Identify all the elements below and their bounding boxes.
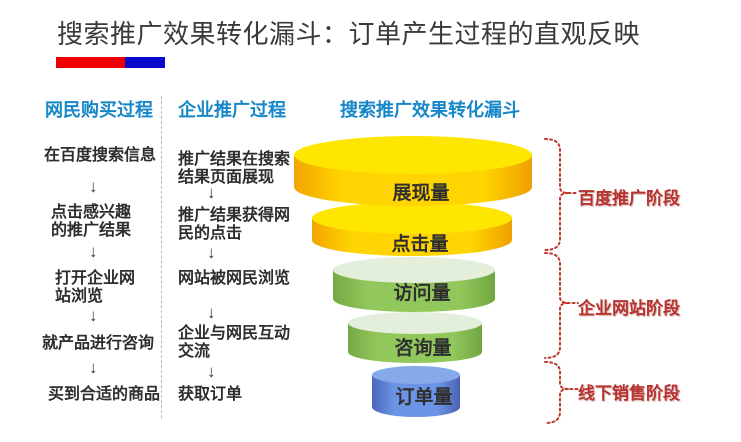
stage-brace-website	[544, 252, 579, 359]
stage-label-website: 企业网站阶段	[578, 299, 680, 318]
funnel-label-inquiries: 咨询量	[394, 338, 452, 359]
column-header-netizen: 网民购买过程	[45, 100, 153, 120]
netizen-step-buy: 买到合适的商品	[48, 386, 161, 403]
stage-braces	[544, 138, 579, 424]
cylinder-top-face	[294, 136, 532, 174]
funnel-label-impressions: 展现量	[392, 183, 450, 204]
down-arrow-icon: ↓	[207, 243, 216, 262]
enterprise-step-interact: 企业与网民互动 交流	[178, 325, 291, 360]
funnel-layer-clicks: 点击量	[312, 202, 512, 256]
stage-brace-baidu	[544, 138, 579, 251]
cylinder-top-face	[312, 202, 512, 234]
down-arrow-icon: ↓	[89, 242, 98, 261]
funnel-layer-impressions: 展现量	[294, 136, 532, 206]
cylinder-top-face	[333, 257, 495, 283]
stage-label-baidu: 百度推广阶段	[578, 189, 680, 208]
accent-bar-blue	[125, 57, 165, 68]
cylinder-top-face	[372, 366, 460, 384]
accent-bar-red	[56, 57, 125, 68]
column-header-enterprise: 企业推广过程	[178, 100, 286, 120]
down-arrow-icon: ↓	[207, 303, 216, 322]
enterprise-step-order: 获取订单	[178, 386, 243, 403]
funnel-layer-orders: 订单量	[372, 366, 460, 417]
enterprise-step-click: 推广结果获得网 民的点击	[178, 207, 291, 242]
stage-brace-offline	[544, 361, 579, 424]
funnel-header: 搜索推广效果转化漏斗	[340, 100, 520, 120]
netizen-step-click: 点击感兴趣 的推广结果	[51, 204, 132, 239]
down-arrow-icon: ↓	[89, 306, 98, 325]
down-arrow-icon: ↓	[89, 358, 98, 377]
page-title: 搜索推广效果转化漏斗：订单产生过程的直观反映	[57, 19, 641, 49]
funnel-label-visits: 访问量	[393, 283, 451, 304]
funnel-layer-visits: 访问量	[333, 257, 495, 312]
netizen-step-search: 在百度搜索信息	[44, 147, 157, 164]
down-arrow-icon: ↓	[207, 362, 216, 381]
down-arrow-icon: ↓	[89, 177, 98, 196]
funnel-layer-inquiries: 咨询量	[348, 312, 482, 363]
enterprise-step-browse: 网站被网民浏览	[178, 270, 291, 287]
stage-label-offline: 线下销售阶段	[578, 384, 680, 403]
netizen-step-visit: 打开企业网 站浏览	[55, 270, 136, 305]
funnel-label-orders: 订单量	[395, 387, 453, 408]
column-divider	[161, 96, 162, 418]
down-arrow-icon: ↓	[207, 183, 216, 202]
funnel-label-clicks: 点击量	[391, 234, 449, 255]
netizen-step-inquire: 就产品进行咨询	[42, 335, 155, 352]
cylinder-top-face	[348, 312, 482, 334]
enterprise-step-impression: 推广结果在搜索 结果页面展现	[178, 151, 291, 186]
